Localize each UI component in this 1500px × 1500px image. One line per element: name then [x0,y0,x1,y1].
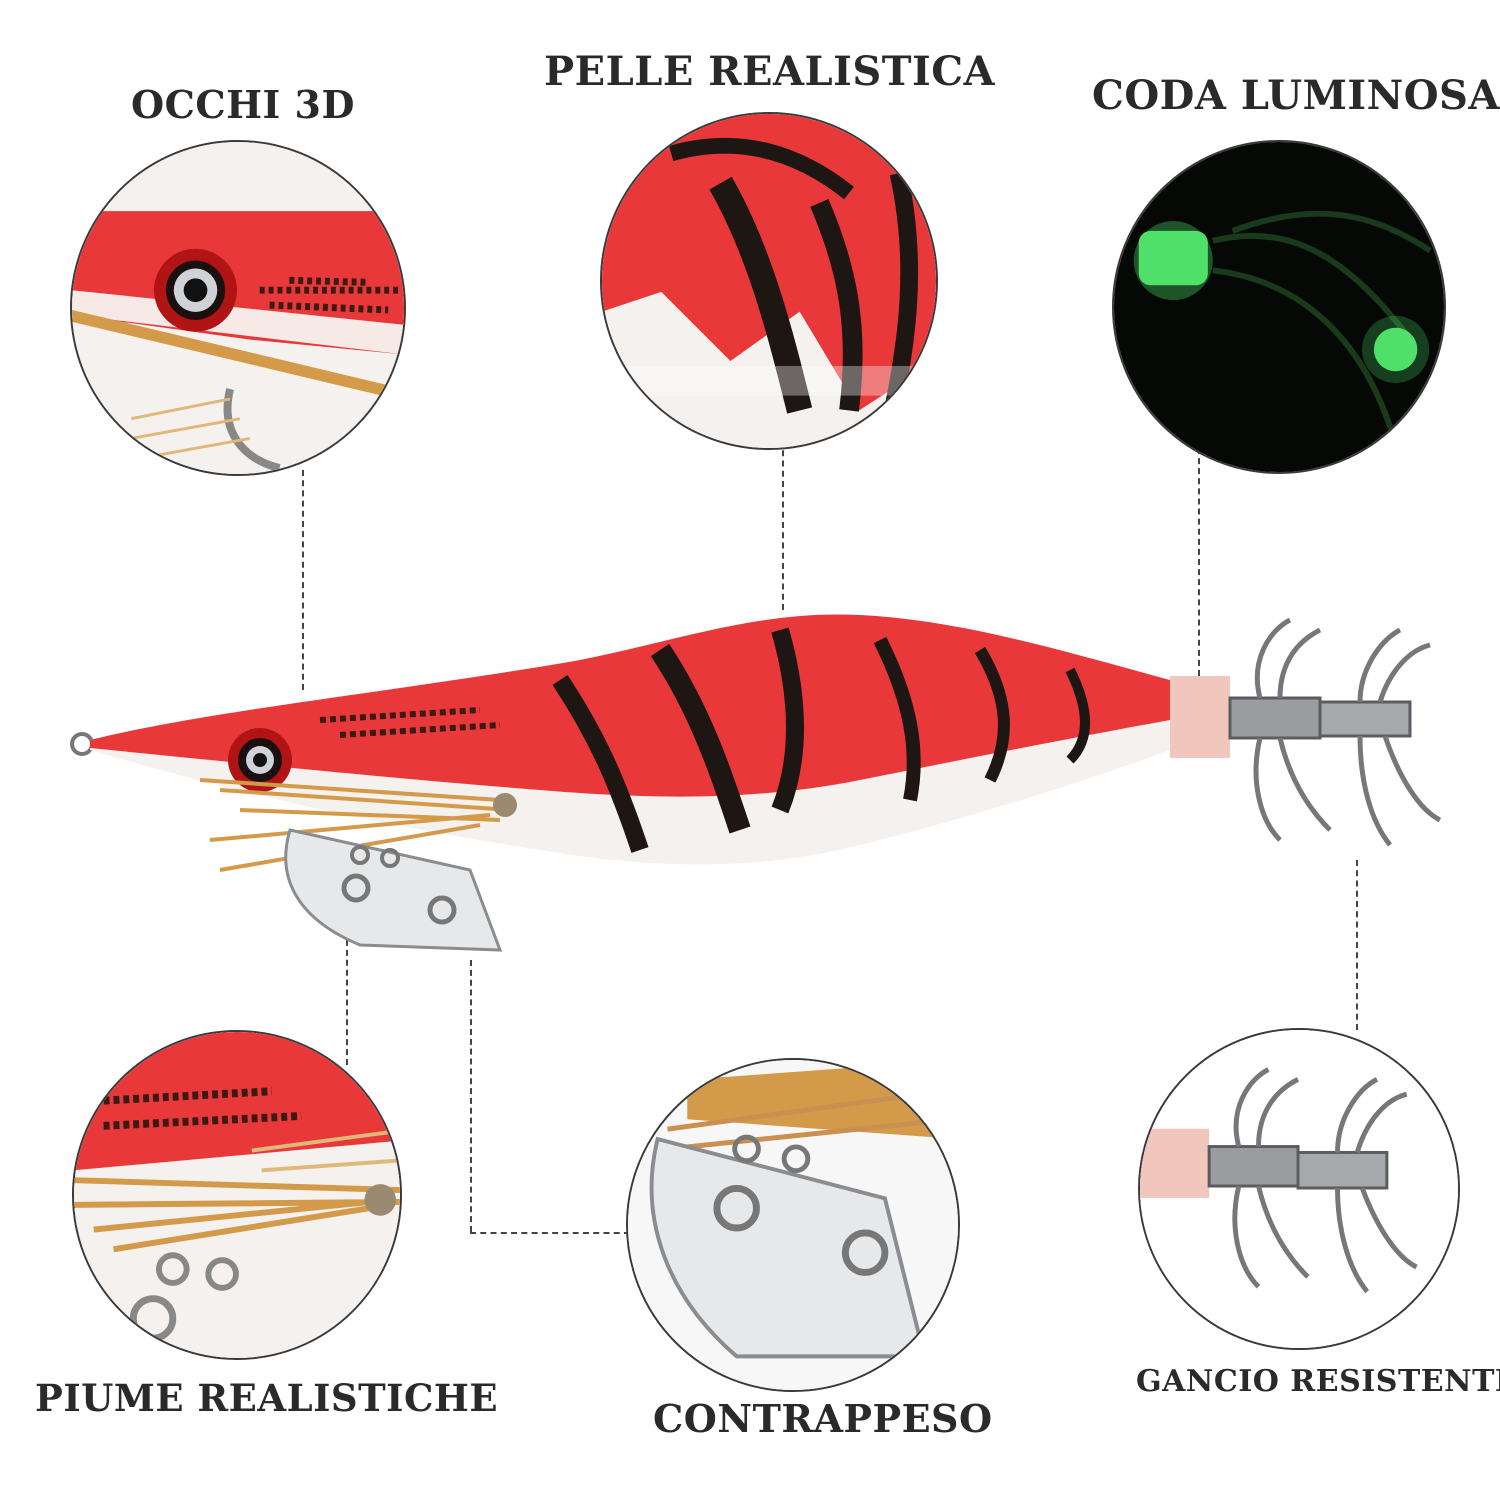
detail-circle-skin [600,112,938,450]
label-pelle-realistica: PELLE REALISTICA [544,48,996,95]
label-gancio-resistente: GANCIO RESISTENTE [1136,1364,1500,1399]
lure-counterweight [284,828,503,952]
eye-closeup-image [72,142,404,474]
skin-pattern-closeup-image [602,114,936,448]
lure-eye [228,728,292,792]
detail-circle-weight [626,1058,960,1392]
leader-line-feathers [346,930,348,1065]
label-piume-realistiche: PIUME REALISTICHE [35,1376,499,1420]
leader-line-weight-horizontal [470,1232,630,1234]
label-contrappeso: CONTRAPPESO [653,1396,993,1441]
squid-jig-lure [70,614,1442,952]
detail-circle-feathers [72,1030,402,1360]
leader-line-weight-vertical [470,960,472,1232]
detail-circle-tail [1112,140,1446,474]
glowing-tail-closeup-image [1114,142,1444,472]
detail-circle-hook [1138,1028,1460,1350]
leader-line-tail [1198,448,1200,676]
detail-circle-eyes [70,140,406,476]
leader-line-eyes [302,470,304,690]
lure-glow-tail [1170,676,1230,758]
lure-feathers [199,778,517,872]
lure-hooks [1228,617,1442,847]
lure-eyelet [70,732,94,756]
feather-closeup-image [74,1032,400,1358]
label-occhi-3d: OCCHI 3D [131,82,355,127]
label-coda-luminosa: CODA LUMINOSA [1092,72,1500,119]
leader-line-hook [1356,860,1358,1030]
counterweight-closeup-image [628,1060,958,1390]
leader-line-skin [782,440,784,610]
lure-body [90,614,1170,865]
hook-closeup-image [1140,1030,1458,1348]
